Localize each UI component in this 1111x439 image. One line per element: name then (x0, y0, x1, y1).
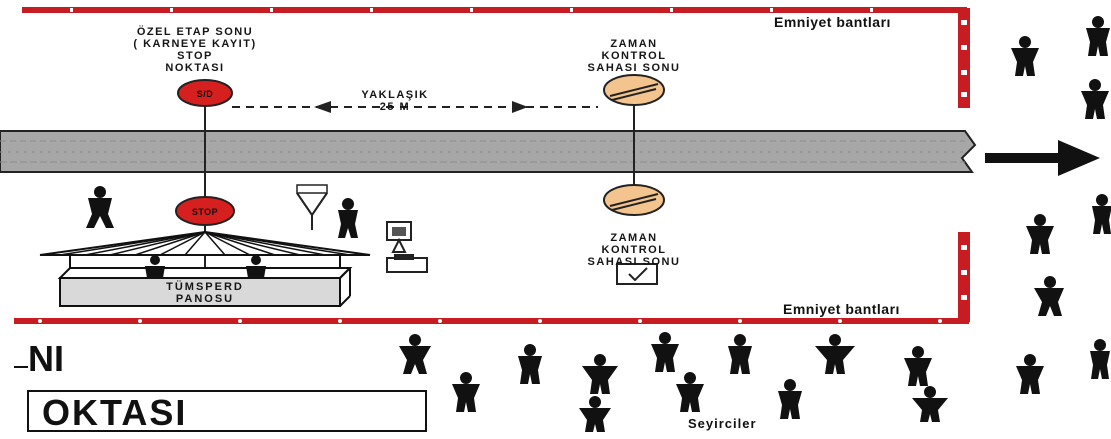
distance-label: YAKLAŞIK 25 M (361, 89, 429, 113)
tumsperd-hut (39, 230, 371, 307)
safety-tape-top (22, 7, 967, 13)
road (0, 130, 977, 173)
time-control-sign-top (603, 74, 665, 106)
marker-icon (296, 184, 328, 230)
sd-sign-text: S/D (196, 89, 214, 99)
time-control-label-bottom: ZAMAN KONTROL SAHASI SONU (587, 232, 681, 268)
hut-label: TÜMSPERD PANOSU (166, 281, 244, 305)
safety-tape-right-bottom (958, 232, 970, 322)
safety-tape-right-top (958, 8, 970, 108)
stop-sign (175, 196, 235, 226)
big-sign-box (27, 390, 427, 432)
tape-label-top: Emniyet bantları (774, 14, 891, 30)
big-sign-oktasi: OKTASI (42, 392, 188, 433)
sd-sign (177, 79, 233, 107)
safety-tape-bottom (14, 318, 969, 324)
spectators-label: Seyirciler (688, 416, 757, 431)
right-arrow-icon (985, 140, 1100, 176)
big-sign-ni: NI (28, 338, 64, 379)
check-icon (616, 263, 658, 285)
time-control-sign-bottom (603, 184, 665, 216)
stop-point-label: ÖZEL ETAP SONU ( KARNEYE KAYIT) STOP NOK… (133, 26, 257, 74)
distance-line (232, 101, 598, 113)
stop-sign-text: STOP (191, 207, 219, 217)
clock-icon (386, 221, 428, 273)
tape-label-bottom: Emniyet bantları (783, 301, 900, 317)
person-icon (86, 16, 1111, 432)
time-control-label-top: ZAMAN KONTROL SAHASI SONU (587, 38, 681, 74)
